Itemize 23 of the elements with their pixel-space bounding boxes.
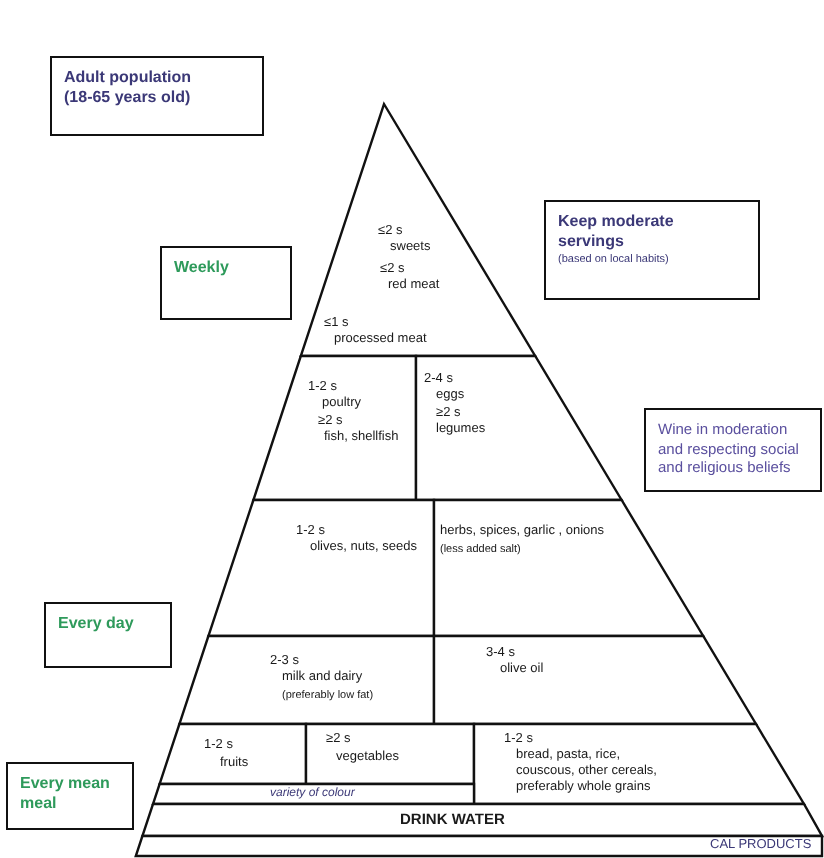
pyramid-section <box>156 722 308 786</box>
note-title: Keep moderate servings <box>558 212 676 252</box>
pyramid-band <box>140 802 824 838</box>
frequency-label: Every mean meal <box>20 774 112 814</box>
note-text: Adult population (18-65 years old) <box>64 68 194 108</box>
pyramid-section <box>432 634 758 726</box>
pyramid-band <box>132 834 824 858</box>
frequency-label: Every day <box>58 614 134 634</box>
note-box <box>644 408 822 492</box>
frequency-box <box>160 246 292 320</box>
pyramid-section <box>472 722 806 806</box>
pyramid-section <box>304 722 476 786</box>
pyramid-section <box>176 634 436 726</box>
pyramid-section <box>206 498 436 638</box>
pyramid-strip <box>150 782 476 806</box>
pyramid-section <box>414 354 624 502</box>
frequency-box <box>6 762 134 830</box>
note-box <box>544 200 760 300</box>
pyramid-section <box>432 498 706 638</box>
frequency-label: Weekly <box>174 258 229 278</box>
frequency-box <box>44 602 172 668</box>
note-box <box>50 56 264 136</box>
pyramid-section <box>250 354 418 502</box>
